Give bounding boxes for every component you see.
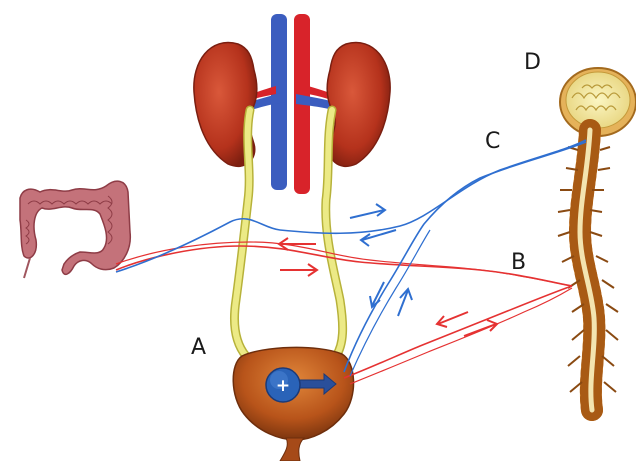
arrow-right-red: [280, 264, 317, 276]
label-c: C: [485, 131, 500, 153]
label-a: A: [191, 337, 206, 359]
arrow-up-blue: [398, 289, 412, 316]
arrow-left-red-lower: [437, 312, 468, 327]
arrow-left-red: [279, 238, 316, 250]
kidney-icon: [194, 43, 390, 167]
spinal-cord-icon: [558, 68, 636, 410]
bladder-icon: [233, 347, 353, 461]
label-b: B: [511, 252, 526, 274]
direction-arrows: [279, 204, 497, 336]
colon-icon: [20, 181, 130, 278]
label-d: D: [524, 52, 541, 74]
receptor-plus-sign: +: [276, 376, 290, 396]
arrow-right-blue-upper: [350, 204, 385, 218]
